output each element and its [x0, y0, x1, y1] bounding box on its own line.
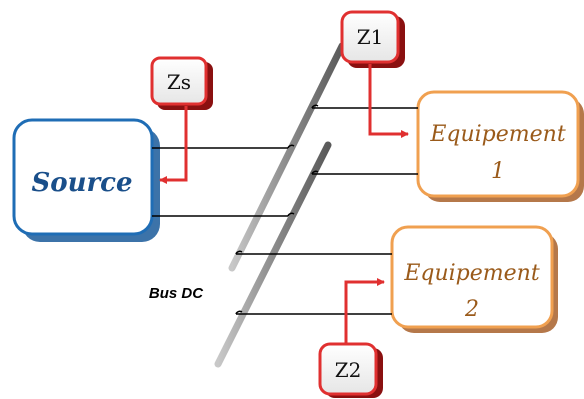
bus-bar-1	[228, 42, 346, 272]
wire-source-bottom-hop	[287, 212, 295, 217]
impedance-z1: Z1	[340, 10, 405, 68]
wires	[152, 104, 418, 315]
impedance-zs: Zs	[150, 56, 213, 110]
wire-eq2-top-hop	[235, 250, 243, 255]
equipment-2-box: Equipement 2	[390, 225, 558, 333]
equipment-1-label-line2: 1	[491, 159, 505, 184]
bus-dc-label: Bus DC	[149, 285, 204, 302]
zs-arrow	[159, 106, 188, 184]
wire-eq1-top-hop	[311, 104, 319, 109]
equipment-1-box: Equipement 1	[416, 90, 584, 202]
z2-label: Z2	[335, 358, 362, 382]
z2-arrow	[344, 278, 385, 344]
bus-bars	[214, 42, 346, 368]
wire-eq2-bottom-hop	[235, 310, 243, 315]
equipment-1-label-line1: Equipement	[429, 122, 566, 147]
wire-eq1-bottom-hop	[311, 170, 319, 175]
impedance-z2: Z2	[318, 342, 383, 398]
zs-label: Zs	[167, 70, 191, 94]
z1-label: Z1	[357, 25, 384, 49]
source-box: Source	[12, 118, 160, 242]
wire-source-top-hop	[287, 144, 295, 149]
equipment-2-label-line2: 2	[464, 297, 479, 322]
source-label: Source	[31, 168, 132, 198]
equipment-2-label-line1: Equipement	[403, 261, 540, 286]
z1-arrow	[368, 64, 409, 138]
